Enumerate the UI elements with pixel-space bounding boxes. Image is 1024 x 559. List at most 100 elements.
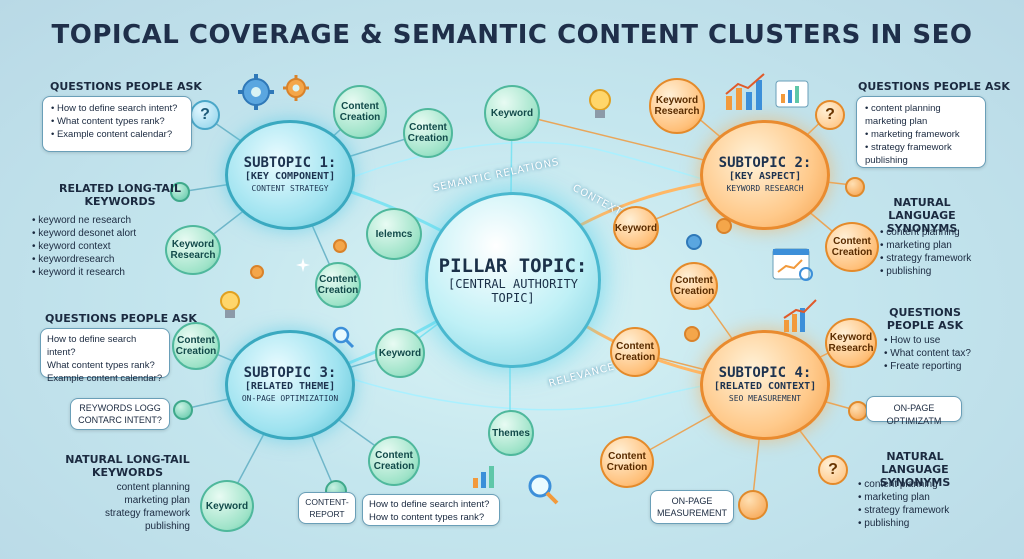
bar-chart-icon xyxy=(473,466,494,488)
subtopic-small: ON-PAGE OPTIMIZATION xyxy=(241,394,339,403)
subtopic-4-node: SUBTOPIC 4: [RELATED CONTEXT] SEO MEASUR… xyxy=(700,330,830,440)
keyword-node: Keyword xyxy=(200,480,254,532)
question-item: How to define search intent? xyxy=(369,499,490,510)
questions-bubble: content planning marketing plan marketin… xyxy=(856,96,986,168)
subtopic-small: CONTENT STRATEGY xyxy=(251,184,329,193)
connector-dot xyxy=(848,401,868,421)
ielemcs-node: Ielemcs xyxy=(366,208,422,260)
question-item: strategy framework publishing xyxy=(865,141,977,167)
question-item: marketing framework xyxy=(865,128,977,141)
content-crvation-node: Content Crvation xyxy=(600,436,654,488)
gear-icon xyxy=(238,74,274,110)
subtopic-heading: SUBTOPIC 2: xyxy=(718,155,812,171)
keyword-research-node: Keyword Research xyxy=(649,78,705,134)
content-creation-node: Content Creation xyxy=(610,327,660,377)
content-report-bubble: CONTENT- REPORT xyxy=(298,492,356,524)
sparkle-icon xyxy=(296,258,310,272)
subtopic-heading: SUBTOPIC 1: xyxy=(243,155,337,171)
gear-icon xyxy=(716,218,732,234)
question-item: What content types rank? xyxy=(47,360,155,371)
longtail-header: RELATED LONG-TAIL KEYWORDS xyxy=(58,182,182,208)
subtopic-small: SEO MEASUREMENT xyxy=(728,394,802,403)
questions-header: QUESTIONS PEOPLE ASK xyxy=(886,306,964,332)
gear-icon xyxy=(283,75,309,101)
question-item: What content types rank? xyxy=(51,115,183,128)
keyword-research-node: Keyword Research xyxy=(165,225,221,275)
subtopic-heading: SUBTOPIC 3: xyxy=(243,365,337,381)
natural-item: marketing plan xyxy=(124,495,190,506)
subtopic-middle: [KEY COMPONENT] xyxy=(244,171,336,182)
themes-node: Themes xyxy=(488,410,534,456)
keyword-node: Keyword xyxy=(613,206,659,250)
question-mark-icon: ? xyxy=(818,455,848,485)
subtopic-2-node: SUBTOPIC 2: [KEY ASPECT] KEYWORD RESEARC… xyxy=(700,120,830,230)
lightbulb-icon xyxy=(220,291,240,318)
questions-header: QUESTIONS PEOPLE ASK xyxy=(45,312,197,325)
subtopic-3-node: SUBTOPIC 3: [RELATED THEME] ON-PAGE OPTI… xyxy=(225,330,355,440)
gear-icon xyxy=(684,326,700,342)
content-creation-node: Content Creation xyxy=(315,262,361,308)
synonym-item: publishing xyxy=(880,265,971,278)
synonyms-list: content planning marketing plan strategy… xyxy=(858,478,949,530)
keyword-node: Keyword xyxy=(375,328,425,378)
content-creation-node: Content Creation xyxy=(333,85,387,139)
synonym-item: marketing plan xyxy=(858,491,949,504)
natural-item: content planning xyxy=(116,482,190,493)
longtail-item: keyword context xyxy=(32,240,136,253)
question-item: Example content calendar? xyxy=(51,128,183,141)
synonym-item: strategy framework xyxy=(880,252,971,265)
subtopic-middle: [RELATED THEME] xyxy=(244,381,336,392)
magnifier-icon xyxy=(528,474,559,505)
synonym-item: marketing plan xyxy=(880,239,971,252)
pillar-subtitle: [CENTRAL AUTHORITY TOPIC] xyxy=(447,277,579,305)
questions-header: QUESTIONS PEOPLE ASK xyxy=(50,80,202,93)
page-title: TOPICAL COVERAGE & SEMANTIC CONTENT CLUS… xyxy=(51,20,973,50)
question-mark-icon: ? xyxy=(190,100,220,130)
optimization-bubble: ON-PAGE OPTIMIZATM xyxy=(866,396,962,426)
natural-item: publishing xyxy=(144,521,190,532)
questions-bubble: How to define search intent? What conten… xyxy=(42,96,192,152)
subtopic-small: KEYWORD RESEARCH xyxy=(726,184,804,193)
natural-keywords-list: content planning marketing plan strategy… xyxy=(90,481,190,533)
browser-chart-icon xyxy=(772,248,813,281)
keyword-node: Keyword xyxy=(484,85,540,141)
longtail-item: keywordresearch xyxy=(32,253,136,266)
dashboard-icon xyxy=(775,80,809,108)
subtopic-heading: SUBTOPIC 4: xyxy=(718,365,812,381)
growth-chart-icon xyxy=(783,299,817,332)
subtopic-middle: [KEY ASPECT] xyxy=(728,171,802,182)
connector-dot xyxy=(845,177,865,197)
question-item: What content tax? xyxy=(884,347,971,360)
connector-dot xyxy=(738,490,768,520)
subtopic-middle: [RELATED CONTEXT] xyxy=(713,381,817,392)
connector-dot xyxy=(170,182,190,202)
gear-icon xyxy=(333,239,347,253)
synonyms-list: content planning marketing plan strategy… xyxy=(880,226,971,278)
question-item: How to use xyxy=(884,334,971,347)
synonym-item: publishing xyxy=(858,517,949,530)
lightbulb-icon xyxy=(589,89,611,118)
content-creation-node: Content Creation xyxy=(670,262,718,310)
gear-icon xyxy=(686,234,702,250)
content-creation-node: Content Creation xyxy=(825,222,879,272)
questions-header: QUESTIONS PEOPLE ASK xyxy=(858,80,1010,93)
measurement-bubble: ON-PAGE MEASUREMENT xyxy=(650,490,734,524)
questions-bubble: How to define search intent? What conten… xyxy=(40,328,170,384)
synonym-item: content planning xyxy=(880,226,971,239)
longtail-item: keyword desonet alort xyxy=(32,227,136,240)
longtail-list: keyword ne research keyword desonet alor… xyxy=(32,214,136,279)
bar-chart-icon xyxy=(725,73,765,110)
question-item: Example content calendar? xyxy=(47,373,163,384)
content-creation-node: Content Creation xyxy=(172,322,220,370)
pillar-topic-node: PILLAR TOPIC: [CENTRAL AUTHORITY TOPIC] xyxy=(425,192,601,368)
bottom-questions-bubble: How to define search intent? How to cont… xyxy=(362,494,500,526)
longtail-item: keyword ne research xyxy=(32,214,136,227)
content-creation-node: Content Creation xyxy=(403,108,453,158)
questions-list: How to use What content tax? Freate repo… xyxy=(884,334,971,373)
natural-item: strategy framework xyxy=(104,508,190,519)
synonym-item: strategy framework xyxy=(858,504,949,517)
keyword-research-node: Keyword Research xyxy=(825,318,877,368)
subtopic-1-node: SUBTOPIC 1: [KEY COMPONENT] CONTENT STRA… xyxy=(225,120,355,230)
synonym-item: content planning xyxy=(858,478,949,491)
